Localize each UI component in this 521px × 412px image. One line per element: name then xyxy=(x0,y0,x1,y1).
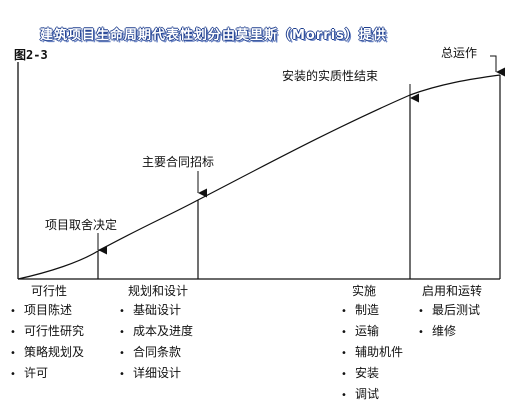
diagram-title: 建筑项目生命周期代表性划分由莫里斯（Morris）提供 xyxy=(40,28,387,43)
list-item: 策略规划及 xyxy=(10,342,84,363)
list-item: 可行性研究 xyxy=(10,321,84,342)
milestone-label-1: 项目取舍决定 xyxy=(45,217,117,232)
milestone-arrow-4 xyxy=(490,55,505,77)
operation-items: 最后测试 维修 xyxy=(418,300,480,342)
list-item: 详细设计 xyxy=(119,363,193,384)
list-item: 安装 xyxy=(341,363,403,384)
list-item: 调试 xyxy=(341,384,403,405)
list-item: 成本及进度 xyxy=(119,321,193,342)
list-item: 合同条款 xyxy=(119,342,193,363)
phase-label-design: 规划和设计 xyxy=(128,283,188,298)
phase-label-implementation: 实施 xyxy=(352,283,376,298)
milestone-label-4: 总运作 xyxy=(441,46,477,60)
design-items: 基础设计 成本及进度 合同条款 详细设计 xyxy=(119,300,193,384)
figure-label: 图2-3 xyxy=(14,48,48,62)
list-item: 维修 xyxy=(418,321,480,342)
milestone-label-3: 安装的实质性结束 xyxy=(282,68,378,83)
lifecycle-curve xyxy=(17,74,501,280)
phase-label-operation: 启用和运转 xyxy=(422,283,482,298)
list-item: 辅助机件 xyxy=(341,342,403,363)
feasibility-items: 项目陈述 可行性研究 策略规划及 许可 xyxy=(10,300,84,384)
milestone-label-2: 主要合同招标 xyxy=(142,154,214,169)
list-item: 最后测试 xyxy=(418,300,480,321)
list-item: 运输 xyxy=(341,321,403,342)
list-item: 制造 xyxy=(341,300,403,321)
implementation-items: 制造 运输 辅助机件 安装 调试 xyxy=(341,300,403,405)
list-item: 基础设计 xyxy=(119,300,193,321)
list-item: 许可 xyxy=(10,363,84,384)
phase-label-feasibility: 可行性 xyxy=(31,284,67,298)
list-item: 项目陈述 xyxy=(10,300,84,321)
